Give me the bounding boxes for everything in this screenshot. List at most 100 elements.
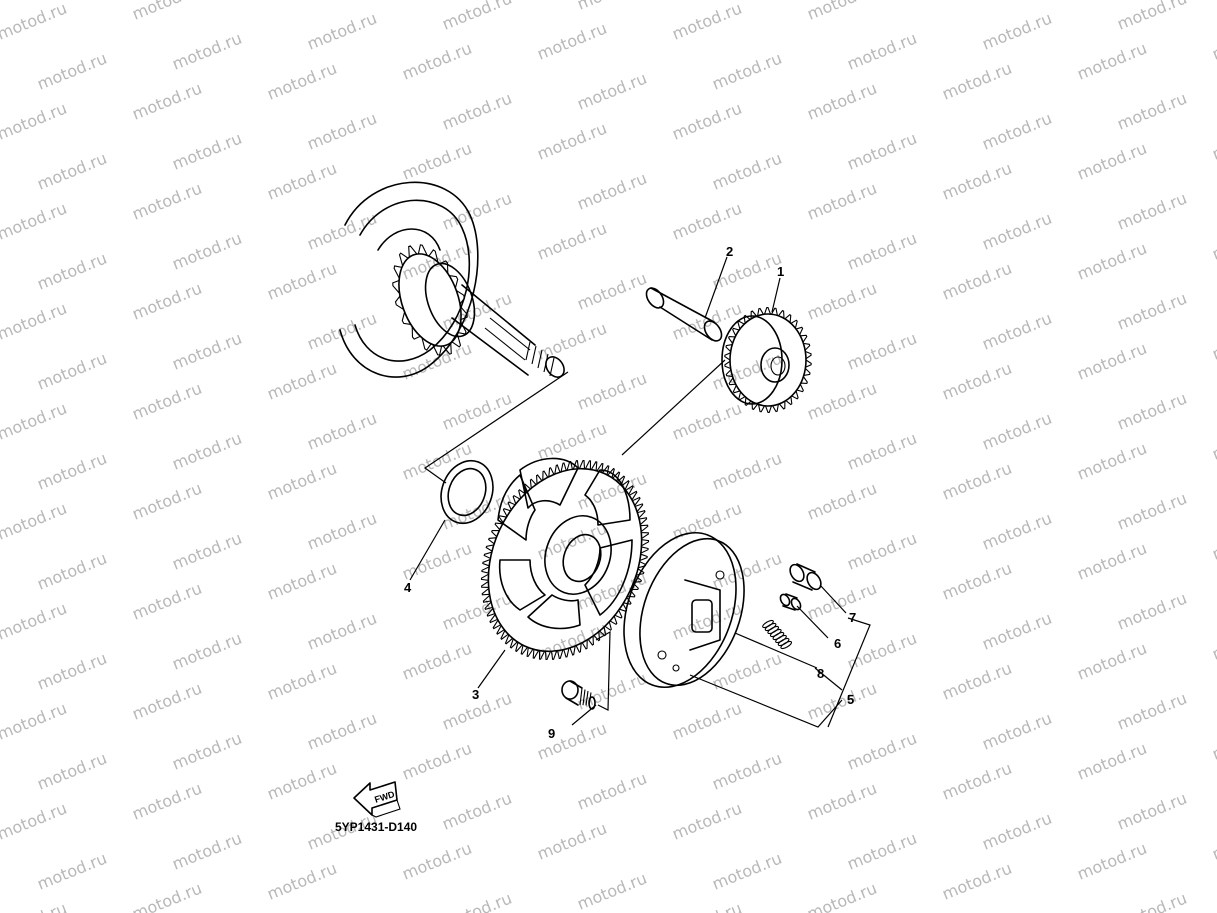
watermark-text: motod.ru (1074, 239, 1149, 284)
watermark-text: motod.ru (1074, 339, 1149, 384)
watermark-text: motod.ru (1114, 489, 1189, 534)
watermark-text: motod.ru (0, 0, 70, 44)
watermark-text: motod.ru (304, 409, 379, 454)
watermark-text: motod.ru (534, 19, 609, 64)
watermark-text: motod.ru (129, 779, 204, 824)
watermark-text: motod.ru (304, 609, 379, 654)
watermark-text: motod.ru (0, 599, 70, 644)
watermark-text: motod.ru (169, 29, 244, 74)
watermark-text: motod.ru (709, 849, 784, 894)
part-3-starter-wheel-gear (480, 457, 650, 661)
watermark-text: motod.ru (304, 9, 379, 54)
watermark-text: motod.ru (304, 709, 379, 754)
watermark-text: motod.ru (804, 0, 879, 24)
watermark-text: motod.ru (1114, 389, 1189, 434)
callout-6: 6 (834, 636, 841, 651)
watermark-text: motod.ru (439, 0, 514, 34)
watermark-text: motod.ru (264, 859, 339, 904)
watermark-text: motod.ru (709, 249, 784, 294)
watermark-text: motod.ru (979, 809, 1054, 854)
watermark-text: motod.ru (1074, 539, 1149, 584)
watermark-text: motod.ru (0, 299, 70, 344)
watermark-text: motod.ru (264, 559, 339, 604)
watermark-text: motod.ru (939, 859, 1014, 904)
part-8-spring (762, 619, 793, 650)
watermark-text: motod.ru (1074, 839, 1149, 884)
watermark-text: motod.ru (1114, 689, 1189, 734)
fwd-label: FWD (373, 789, 396, 805)
watermark-text: motod.ru (979, 609, 1054, 654)
watermark-text: motod.ru (399, 139, 474, 184)
callout-4: 4 (404, 580, 412, 595)
part-6-plunger (779, 593, 802, 611)
watermark-text: motod.ru (1114, 189, 1189, 234)
callout-2: 2 (726, 244, 733, 259)
watermark-text: motod.ru (34, 549, 109, 594)
part-code: 5YP1431-D140 (335, 820, 417, 834)
watermark-text: motod.ru (399, 839, 474, 884)
watermark-text: motod.ru (939, 359, 1014, 404)
watermark-text: motod.ru (439, 389, 514, 434)
watermark-text: motod.ru (0, 199, 70, 244)
watermark-text: motod.ru (1114, 789, 1189, 834)
watermark-text: motod.ru (169, 129, 244, 174)
watermark-text: motod.ru (804, 779, 879, 824)
watermark-text: motod.ru (804, 679, 879, 724)
watermark-text: motod.ru (1114, 289, 1189, 334)
watermark-text: motod.ru (1209, 419, 1217, 464)
watermark-text: motod.ru (669, 399, 744, 444)
watermark-text: motod.ru (129, 679, 204, 724)
watermark-text: motod.ru (0, 99, 70, 144)
watermark-text: motod.ru (574, 369, 649, 414)
watermark-text: motod.ru (574, 169, 649, 214)
watermark-text: motod.ru (0, 899, 70, 913)
watermark-text: motod.ru (399, 639, 474, 684)
watermark-text: motod.ru (534, 119, 609, 164)
watermark-text: motod.ru (34, 649, 109, 694)
callout-8: 8 (817, 666, 824, 681)
watermark-text: motod.ru (844, 629, 919, 674)
watermark-text: motod.ru (709, 749, 784, 794)
watermark-text: motod.ru (669, 799, 744, 844)
watermark-text: motod.ru (1209, 819, 1217, 864)
watermark-text: motod.ru (264, 159, 339, 204)
watermark-text: motod.ru (169, 829, 244, 874)
watermark-text: motod.ru (169, 529, 244, 574)
watermark-text: motod.ru (804, 879, 879, 913)
watermark-text: motod.ru (129, 479, 204, 524)
watermark-text: motod.ru (804, 379, 879, 424)
watermark-text: motod.ru (669, 499, 744, 544)
watermark-text: motod.ru (264, 259, 339, 304)
watermark-text: motod.ru (669, 899, 744, 913)
watermark-text: motod.ru (264, 0, 339, 4)
part-2-shaft-pin (645, 287, 723, 342)
watermark-text: motod.ru (979, 509, 1054, 554)
watermark-text: motod.ru (844, 29, 919, 74)
watermark-text: motod.ru (709, 349, 784, 394)
watermark-text: motod.ru (939, 759, 1014, 804)
part-7-roller (789, 563, 822, 591)
watermark-text: motod.ru (0, 799, 70, 844)
watermark-text: motod.ru (574, 69, 649, 114)
watermark-text: motod.ru (129, 79, 204, 124)
leader-lines (409, 256, 871, 728)
watermark-text: motod.ru (979, 309, 1054, 354)
watermark-text: motod.ru (979, 709, 1054, 754)
watermark-text: motod.ru (0, 699, 70, 744)
watermark-text: motod.ru (264, 359, 339, 404)
watermark-text: motod.ru (264, 59, 339, 104)
watermark-text: motod.ru (844, 229, 919, 274)
watermark-text: motod.ru (0, 399, 70, 444)
watermark-text: motod.ru (939, 259, 1014, 304)
watermark-text: motod.ru (804, 179, 879, 224)
watermark-text: motod.ru (939, 459, 1014, 504)
watermark-text: motod.ru (439, 189, 514, 234)
watermark-text: motod.ru (129, 0, 204, 24)
watermark-text: motod.ru (574, 769, 649, 814)
watermark-text: motod.ru (304, 509, 379, 554)
watermark-text: motod.ru (804, 279, 879, 324)
part-4-washer (440, 459, 494, 525)
watermark-text: motod.ru (1074, 739, 1149, 784)
